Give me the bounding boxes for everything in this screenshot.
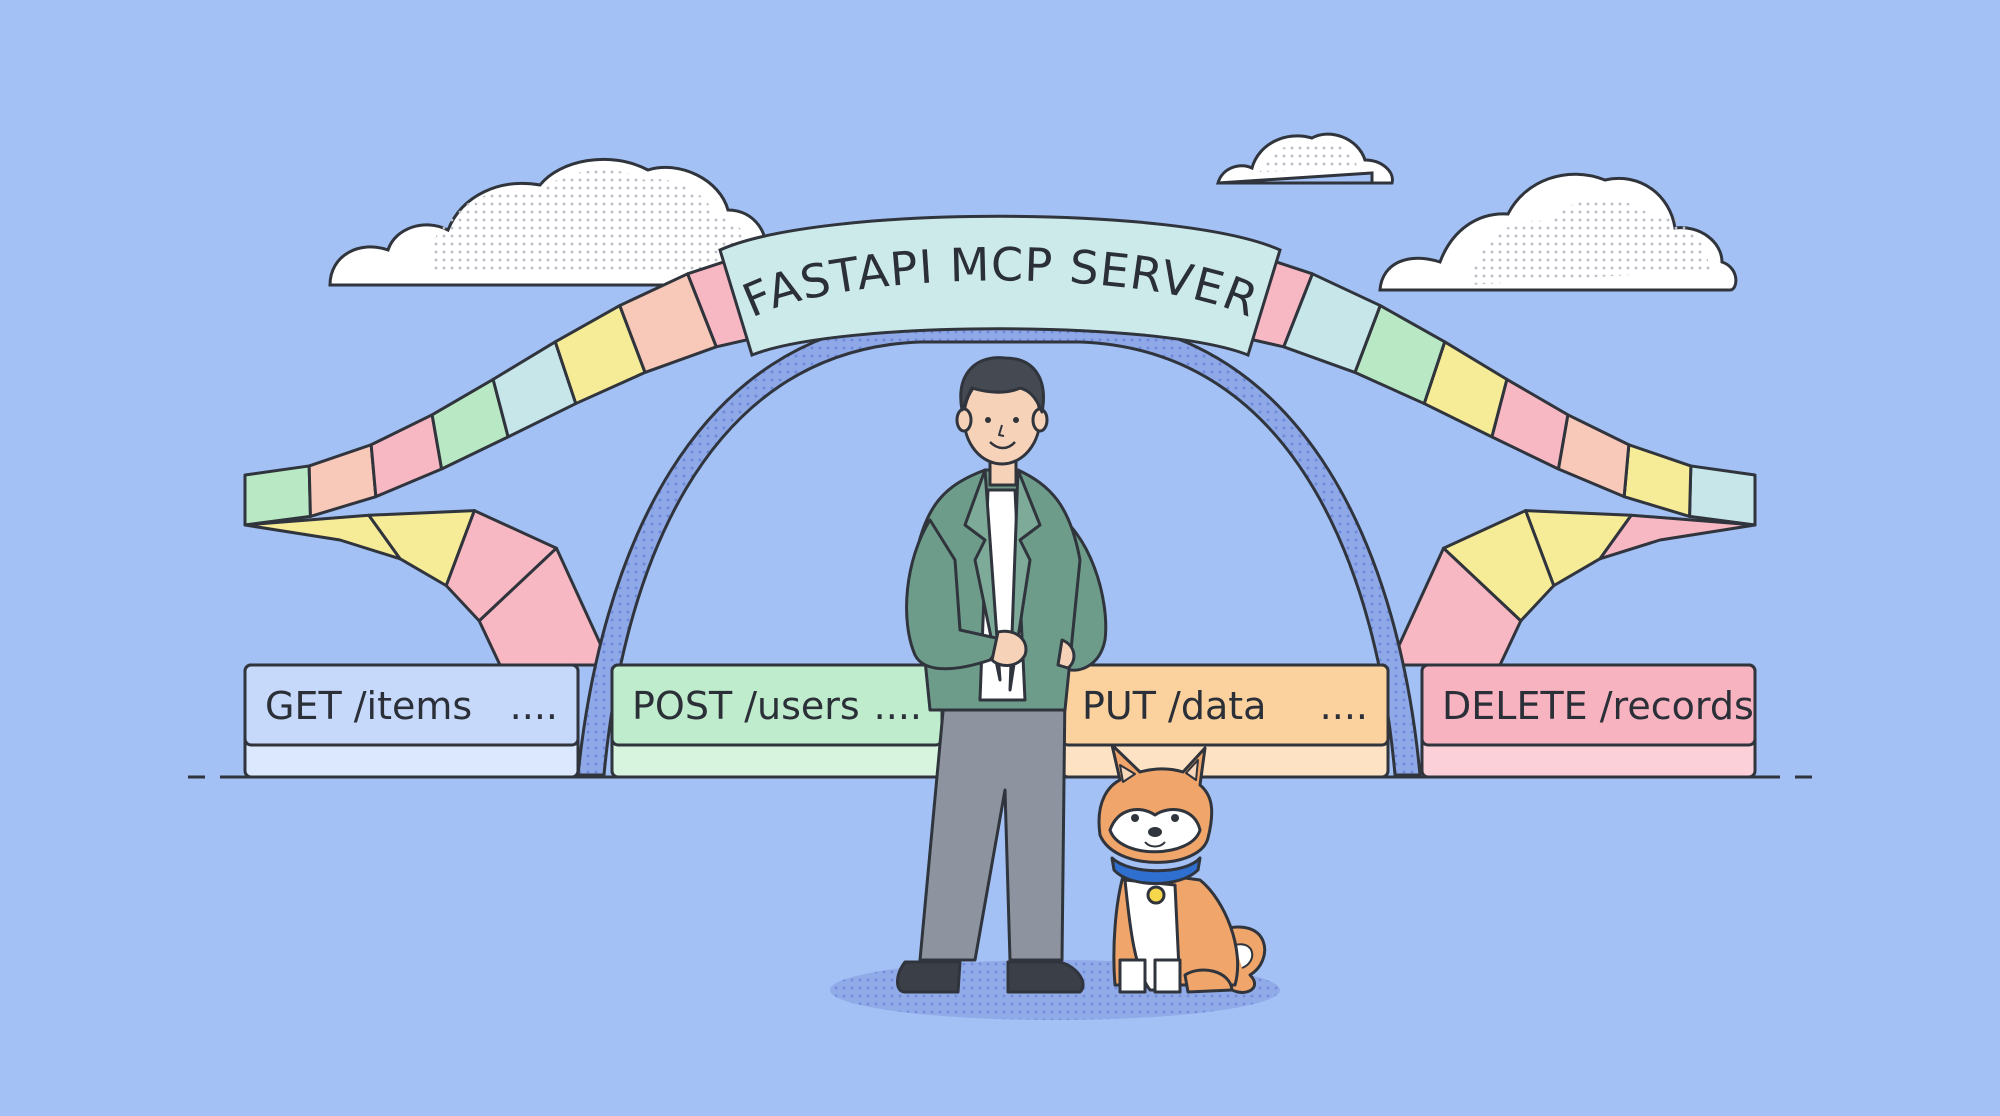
server-banner: FASTAPI MCP SERVER xyxy=(718,214,1282,357)
bridge-tile-r-2 xyxy=(1556,413,1631,499)
endpoint-box: GET /items.... xyxy=(243,663,580,779)
endpoint-list: GET /items....POST /users....PUT /data..… xyxy=(243,663,1757,779)
endpoint-ellipsis: .... xyxy=(1320,684,1368,728)
endpoint-label: DELETE /records xyxy=(1442,684,1754,728)
endpoint-label: PUT /data xyxy=(1082,684,1266,728)
bridge-tile-r-0 xyxy=(1688,464,1757,527)
endpoint-label: GET /items xyxy=(265,684,472,728)
bridge-tile-r-1 xyxy=(1622,443,1693,518)
endpoint-box-header xyxy=(243,663,580,747)
bridge-tile-l-1 xyxy=(307,443,378,518)
endpoint-label: POST /users xyxy=(632,684,860,728)
cloud-icon-right xyxy=(1378,172,1738,292)
endpoint-box: POST /users.... xyxy=(610,663,944,779)
endpoint-box: PUT /data.... xyxy=(1060,663,1390,779)
shiba-dog-illustration xyxy=(1097,743,1267,994)
bridge-tile-l-2 xyxy=(369,413,444,499)
endpoint-box-header xyxy=(1420,663,1757,747)
endpoint-ellipsis: .... xyxy=(510,684,558,728)
cloud-icon-top xyxy=(1216,132,1394,185)
inner-arch-band xyxy=(576,316,1422,777)
cloud-icon-left xyxy=(328,157,778,287)
endpoint-ellipsis: .... xyxy=(874,684,922,728)
bridge-tile-l-0 xyxy=(243,464,312,527)
endpoint-box: DELETE /records xyxy=(1420,663,1757,779)
standing-person-illustration xyxy=(896,356,1108,994)
